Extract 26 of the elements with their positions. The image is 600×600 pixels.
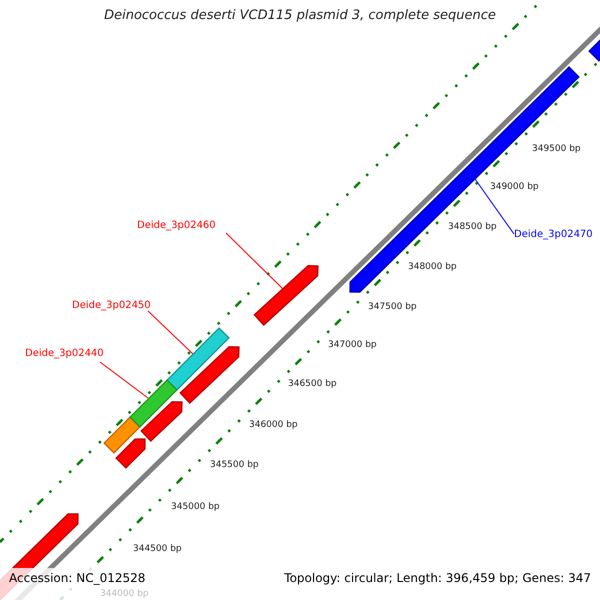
tick-label: 345000 bp xyxy=(171,502,220,512)
leader-line xyxy=(474,178,514,234)
gene-feature xyxy=(253,265,319,326)
gene-label: Deide_3p02450 xyxy=(72,300,151,311)
tick-label: 346000 bp xyxy=(249,420,298,430)
leader-line xyxy=(100,362,148,398)
tick-label: 349500 bp xyxy=(532,144,581,154)
tick-label: 344000 bp xyxy=(100,589,149,599)
gene-label: Deide_3p02470 xyxy=(514,229,593,240)
tick-label: 348500 bp xyxy=(448,222,497,232)
tick-label: 347500 bp xyxy=(368,302,417,312)
tick-label: 346500 bp xyxy=(288,379,337,389)
summary-text: Topology: circular; Length: 396,459 bp; Genes: 347 xyxy=(284,571,591,586)
tick-label: 349000 bp xyxy=(490,182,539,192)
tick-label: 348000 bp xyxy=(408,262,457,272)
tick-label: 345500 bp xyxy=(210,460,259,470)
gene-label: Deide_3p02440 xyxy=(25,348,104,359)
tick-label: 347000 bp xyxy=(328,340,377,350)
accession-text: Accession: NC_012528 xyxy=(9,571,146,586)
title: Deinococcus deserti VCD115 plasmid 3, complete sequence xyxy=(103,8,497,23)
gene-segment xyxy=(166,327,230,391)
tick-label: 344500 bp xyxy=(133,544,182,554)
gene-label: Deide_3p02460 xyxy=(137,220,216,231)
gene-segment xyxy=(129,379,178,428)
leader-line xyxy=(226,232,284,290)
leader-line xyxy=(148,310,194,354)
